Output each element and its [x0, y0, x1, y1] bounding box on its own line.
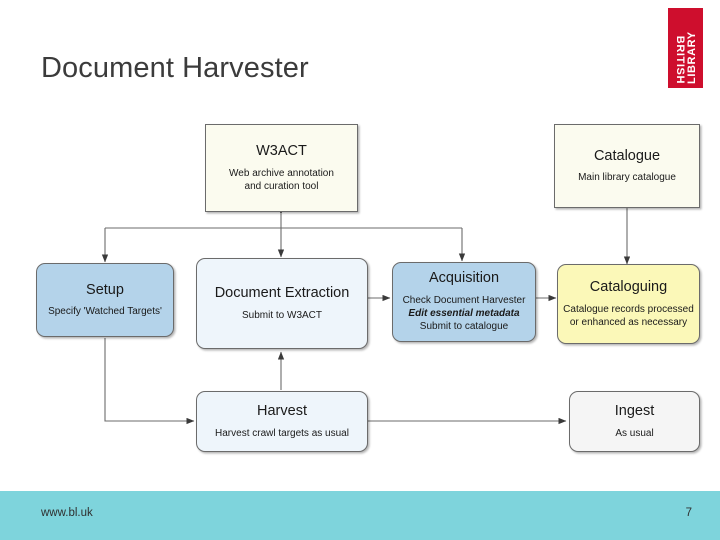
node-setup-sub-line1: Specify 'Watched Targets'	[48, 306, 162, 318]
node-cataloguing-sub-line2: or enhanced as necessary	[569, 316, 688, 328]
node-catalogue[interactable]: Catalogue Main library catalogue	[554, 124, 700, 208]
node-document-extraction-sub-line1: Submit to W3ACT	[241, 309, 323, 321]
node-setup[interactable]: Setup Specify 'Watched Targets'	[36, 263, 174, 337]
node-w3act-title: W3ACT	[256, 142, 307, 159]
node-catalogue-title: Catalogue	[593, 147, 661, 164]
flow-diagram: W3ACT Web archive annotation and curatio…	[36, 124, 700, 452]
node-cataloguing[interactable]: Cataloguing Catalogue records processed …	[557, 264, 700, 344]
node-document-extraction-title: Document Extraction	[214, 285, 350, 302]
node-harvest[interactable]: Harvest Harvest crawl targets as usual	[196, 391, 368, 452]
node-ingest-sub-line1: As usual	[615, 427, 654, 439]
node-acquisition-sub-line1: Check Document Harvester	[402, 295, 526, 307]
connector-setup-harvest	[104, 338, 195, 425]
footer-page-number: 7	[685, 507, 692, 519]
node-w3act[interactable]: W3ACT Web archive annotation and curatio…	[205, 124, 358, 212]
node-cataloguing-title: Cataloguing	[589, 278, 668, 295]
node-harvest-title: Harvest	[257, 403, 307, 420]
node-acquisition[interactable]: Acquisition Check Document Harvester Edi…	[392, 262, 536, 342]
node-acquisition-sub-line3: Submit to catalogue	[419, 321, 509, 333]
node-catalogue-sub-line1: Main library catalogue	[578, 172, 676, 184]
footer-url[interactable]: www.bl.uk	[41, 507, 93, 519]
node-ingest[interactable]: Ingest As usual	[569, 391, 700, 452]
node-setup-title: Setup	[86, 281, 124, 298]
node-document-extraction[interactable]: Document Extraction Submit to W3ACT	[196, 258, 368, 349]
node-acquisition-sub-line2: Edit essential metadata	[408, 308, 520, 320]
node-w3act-sub-line2: and curation tool	[244, 180, 319, 192]
british-library-logo: BRITISH LIBRARY	[668, 8, 703, 88]
node-cataloguing-sub-line1: Catalogue records processed	[563, 303, 694, 315]
node-ingest-title: Ingest	[614, 403, 655, 420]
node-w3act-sub-line1: Web archive annotation	[229, 167, 334, 179]
slide-footer: www.bl.uk 7	[0, 491, 720, 540]
node-harvest-sub-line1: Harvest crawl targets as usual	[215, 427, 349, 439]
page-title: Document Harvester	[41, 52, 309, 84]
node-acquisition-title: Acquisition	[428, 270, 500, 287]
